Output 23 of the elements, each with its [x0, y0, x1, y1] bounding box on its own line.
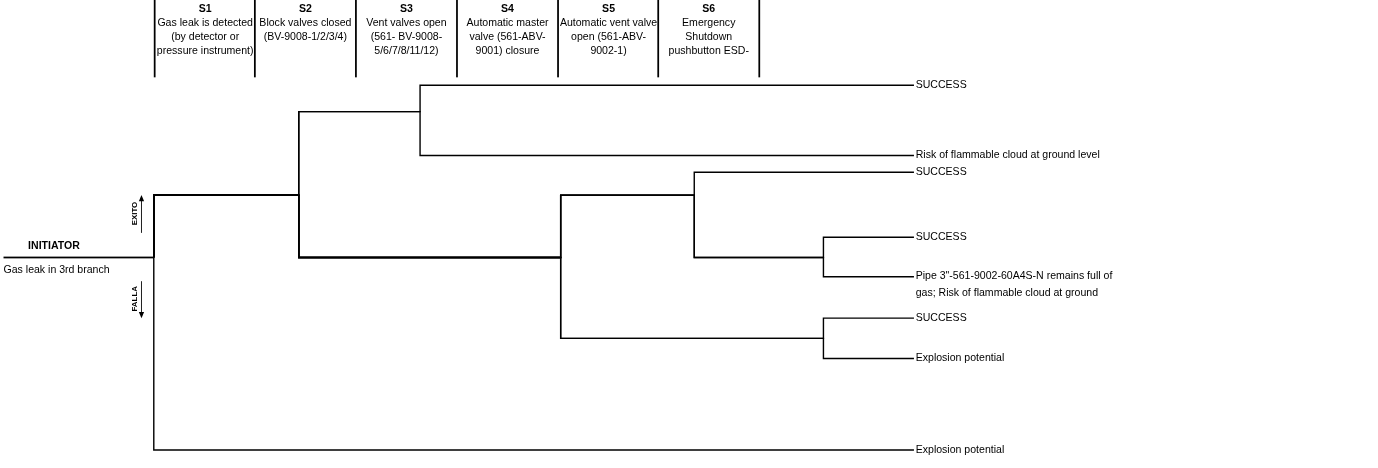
outcome-label: SUCCESS: [915, 228, 967, 246]
outcome-label: SUCCESS: [915, 309, 967, 327]
initiator-description: Gas leak in 3rd branch: [3, 263, 110, 276]
column-id: S2: [298, 1, 312, 16]
outcome-label: SUCCESS: [915, 163, 967, 181]
outcome-label: Explosion potential: [915, 441, 1005, 458]
outcome-label: SUCCESS: [915, 76, 967, 94]
column-description: Automatic vent valve open (561-ABV- 9002-1): [558, 15, 659, 58]
column-id: S6: [702, 1, 716, 16]
column-id: S5: [602, 1, 615, 16]
event-tree-branch: [153, 256, 915, 451]
column-description: Emergency Shutdown pushbutton ESD-: [667, 15, 750, 58]
column-id: S1: [198, 1, 212, 16]
column-description: Vent valves open (561- BV-9008- 5/6/7/8/11/12): [365, 15, 448, 58]
outcome-label: Explosion potential: [915, 349, 1005, 367]
outcome-label: Risk of flammable cloud at ground level: [915, 146, 1100, 164]
initiator-heading: INITIATOR: [28, 239, 80, 252]
column-id: S3: [400, 1, 413, 16]
column-id: S4: [501, 1, 514, 16]
column-description: Block valves closed (BV-9008-1/2/3/4): [258, 15, 353, 44]
column-description: Automatic master valve (561-ABV- 9001) closure: [465, 15, 550, 58]
outcome-label: Pipe 3"-561-9002-60A4S-N remains full of gas; Risk of flammable cloud at ground: [915, 268, 1118, 302]
column-description: Gas leak is detected (by detector or pressure instrument): [155, 15, 255, 58]
